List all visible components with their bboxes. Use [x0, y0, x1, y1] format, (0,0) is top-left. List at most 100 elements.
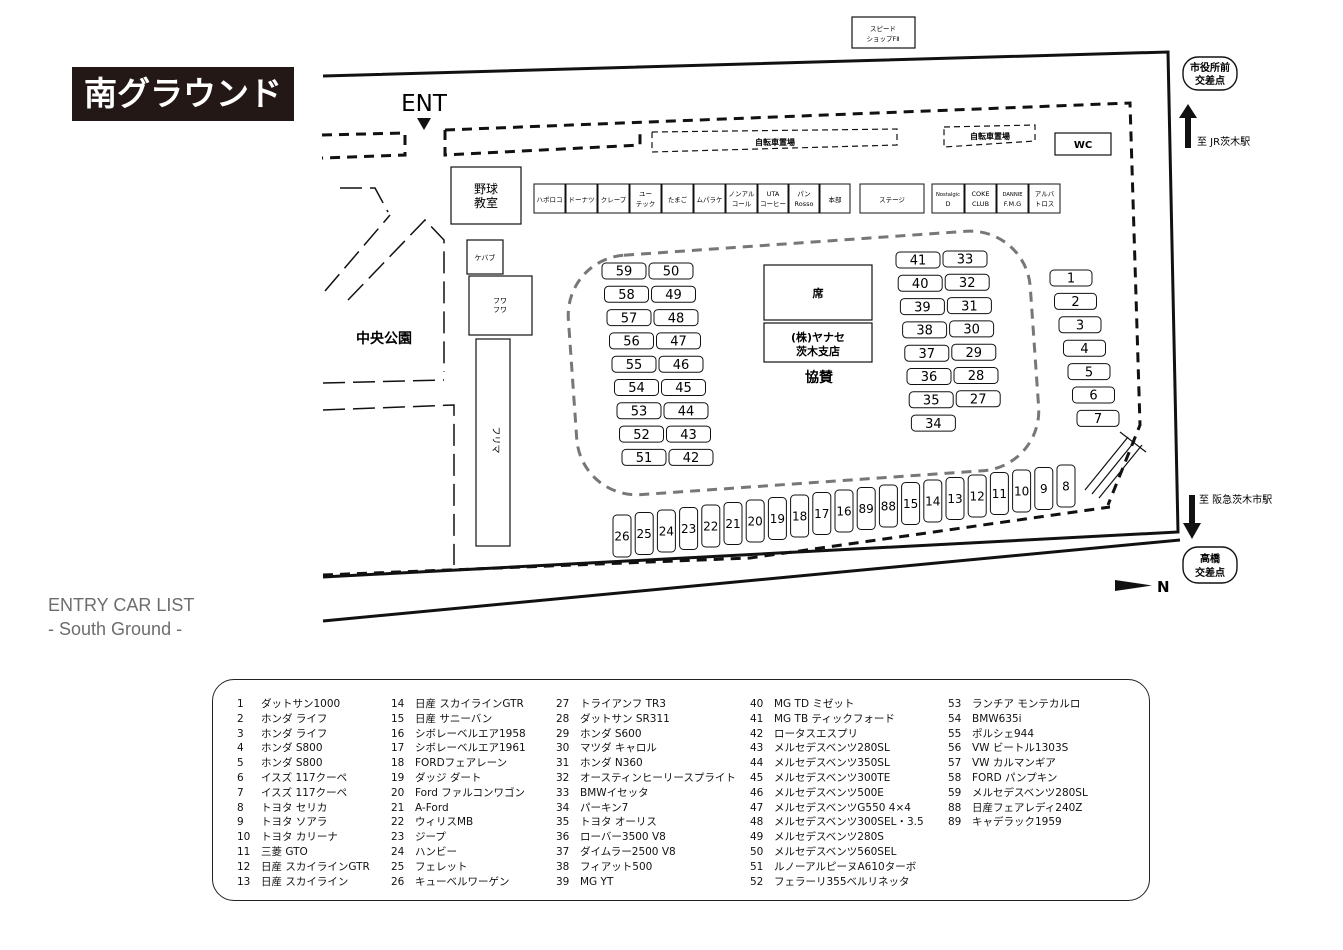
fuwafuwa-label-1: フワ [493, 297, 507, 305]
entry-number: 48 [750, 816, 764, 829]
car-spot-number: 35 [923, 393, 940, 408]
entry-number: 21 [391, 801, 405, 814]
entry-number: 4 [237, 742, 244, 755]
entry-car-name: シボレーベルエア1961 [415, 742, 526, 755]
entry-number: 17 [391, 742, 405, 755]
car-spot-number: 11 [992, 487, 1007, 501]
car-spot: 9 [1034, 467, 1054, 510]
speed-shop-label-1: スピード [870, 25, 896, 33]
car-spot: 32 [944, 273, 990, 291]
car-spot: 38 [902, 321, 948, 339]
car-spot-number: 9 [1040, 482, 1048, 496]
entry-number: 52 [750, 875, 764, 888]
entry-car-name: フェラーリ355ベルリネッタ [774, 875, 910, 888]
car-spot-number: 20 [748, 514, 763, 528]
car-spot-number: 3 [1076, 318, 1084, 333]
shop-label: テック [636, 200, 656, 208]
page-title: 南グラウンド [72, 67, 294, 121]
car-spot: 5 [1067, 363, 1111, 380]
shop-stall: ステージ [859, 183, 925, 214]
shop-label: DANNIE [1002, 192, 1022, 198]
car-spot-number: 18 [792, 509, 807, 523]
entry-car-name: キューベルワーゲン [415, 875, 510, 888]
car-spot: 43 [666, 425, 711, 443]
kebabu-label: ケバブ [475, 253, 496, 262]
car-spot: 33 [942, 250, 988, 268]
entry-number: 3 [237, 727, 244, 740]
entry-car-name: 日産 サニーバン [415, 712, 493, 725]
entry-number: 88 [948, 801, 962, 814]
car-spot: 1 [1049, 269, 1093, 287]
car-spot-number: 38 [916, 324, 933, 339]
entry-number: 34 [556, 801, 570, 814]
ramp [1084, 431, 1147, 499]
entry-car-name: メルセデスベンツ500E [774, 786, 884, 799]
entry-car-name: A-Ford [415, 801, 449, 814]
car-spot-number: 51 [636, 451, 653, 466]
entry-number: 55 [948, 727, 962, 740]
entry-number: 19 [391, 771, 405, 784]
entry-number: 16 [391, 727, 405, 740]
car-spot: 46 [658, 355, 704, 373]
entry-number: 89 [948, 816, 962, 829]
entry-car-name: MG TD ミゼット [774, 698, 855, 710]
entry-number: 22 [391, 816, 405, 829]
car-spot-number: 37 [919, 347, 936, 362]
entry-car-name: Ford ファルコンワゴン [415, 786, 526, 799]
ent-arrow-icon [417, 118, 431, 130]
shop-stall: クレープ [597, 183, 630, 214]
car-spot: 37 [904, 344, 950, 362]
car-spot: 54 [614, 379, 659, 396]
car-spot-number: 22 [703, 519, 718, 533]
to-hankyu-label: 至 阪急茨木市駅 [1199, 493, 1272, 506]
entry-number: 59 [948, 786, 962, 799]
car-spot: 18 [790, 494, 810, 538]
entry-car-name: 日産フェアレディ240Z [972, 801, 1083, 814]
entry-number: 5 [237, 757, 244, 770]
entry-number: 18 [391, 757, 405, 770]
entry-car-name: BMW635i [972, 712, 1022, 725]
car-spot-number: 5 [1085, 365, 1093, 380]
entry-number: 32 [556, 771, 570, 784]
entry-car-name: イスズ 117クーペ [261, 771, 348, 784]
car-spot-number: 34 [925, 417, 942, 432]
entry-car-name: メルセデスベンツ300SEL・3.5 [774, 816, 924, 829]
car-spot: 12 [967, 474, 987, 518]
car-spot: 4 [1063, 339, 1106, 357]
car-spot: 51 [621, 448, 667, 466]
car-spot-number: 13 [947, 492, 962, 506]
north-arrow-icon [1115, 580, 1152, 591]
car-spot: 23 [679, 507, 699, 550]
car-spot: 39 [899, 298, 945, 315]
car-spot-number: 1 [1067, 272, 1075, 287]
shop-row: ハポロコドーナツクレープユーテックたまごムパラケノンアルコールUTAコーヒーパン… [533, 183, 1061, 214]
car-spot: 27 [955, 390, 1001, 407]
car-spot: 25 [634, 512, 654, 555]
entry-number: 39 [556, 875, 570, 888]
entry-number: 8 [237, 801, 244, 814]
entry-number: 10 [237, 831, 251, 844]
entry-car-name: ダットサン SR311 [580, 712, 670, 725]
car-spot-number: 54 [628, 381, 645, 396]
entry-row: 88 日産フェアレディ240Z [948, 801, 1088, 816]
shop-label: ノンアル [729, 190, 755, 198]
entry-number: 53 [948, 698, 962, 710]
bicycle-label-2: 自転車置場 [970, 131, 1010, 141]
car-spot: 14 [923, 479, 943, 523]
entry-car-name: 三菱 GTO [261, 845, 308, 858]
